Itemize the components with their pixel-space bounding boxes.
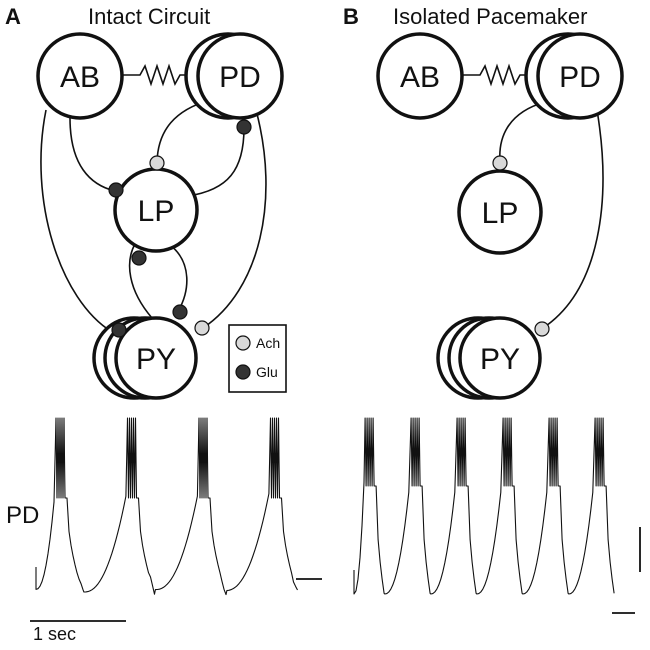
- wire-ab-lp: [69, 117, 116, 192]
- panel-a-title: Intact Circuit: [88, 4, 210, 29]
- gap-junction-ab-pd: [122, 63, 198, 87]
- synapse-lp-py-glu: [172, 304, 188, 320]
- wire-pd-py: [202, 109, 267, 329]
- synapse-lp-pd-glu: [236, 119, 252, 135]
- legend-ach-icon: [235, 335, 251, 351]
- gap-junction-ab-pd-b: [462, 63, 538, 87]
- cell-ab-label: AB: [60, 61, 100, 94]
- wire-ab-py: [40, 109, 113, 333]
- synapse-ab-py-glu: [111, 322, 127, 338]
- cell-ab: [36, 32, 124, 120]
- panel-a: A Intact Circuit AB PD LP PY: [5, 4, 287, 400]
- cell-ab-b: [376, 32, 464, 120]
- cell-pd-b: [536, 32, 624, 120]
- synapse-pd-lp-ach: [149, 155, 165, 171]
- panel-b-letter: B: [343, 4, 359, 29]
- trace-label-pd: PD: [6, 502, 39, 529]
- cell-lp-b: [457, 169, 543, 255]
- cell-py-b-label: PY: [480, 343, 520, 376]
- legend: Ach Glu: [228, 324, 287, 393]
- wire-pd-lp-ach-b: [499, 101, 546, 163]
- wire-lp-py-left: [128, 243, 153, 319]
- legend-glu-icon: [235, 364, 251, 380]
- synapse-py-lp-glu: [131, 250, 147, 266]
- cell-ab-b-label: AB: [400, 61, 440, 94]
- traces: PD 1 sec: [6, 417, 641, 644]
- legend-glu-label: Glu: [256, 364, 278, 380]
- panel-b: B Isolated Pacemaker AB PD LP PY: [343, 4, 624, 400]
- cell-py-label: PY: [136, 343, 176, 376]
- synapse-pd-py-ach: [194, 320, 210, 336]
- synapse-ab-lp-glu: [108, 182, 124, 198]
- time-scale-label: 1 sec: [33, 624, 76, 644]
- cell-py: [114, 316, 198, 400]
- cell-lp-b-label: LP: [482, 197, 519, 230]
- cell-pd-b-label: PD: [559, 61, 601, 94]
- pd-trace-isolated: [353, 417, 615, 595]
- wire-pd-lp-glu: [187, 127, 245, 197]
- cell-pd-label: PD: [219, 61, 261, 94]
- synapse-pd-py-ach-b: [534, 321, 550, 337]
- cell-pd: [196, 32, 284, 120]
- synapse-pd-lp-ach-b: [492, 155, 508, 171]
- wire-lp-py-right: [169, 244, 188, 312]
- wire-pd-py-ach-b: [542, 109, 604, 329]
- legend-ach-label: Ach: [256, 335, 280, 351]
- panel-b-title: Isolated Pacemaker: [393, 4, 587, 29]
- cell-lp-label: LP: [138, 195, 175, 228]
- cell-py-b: [458, 316, 542, 400]
- pd-trace-intact: [35, 417, 298, 596]
- legend-box: [228, 324, 287, 393]
- panel-a-letter: A: [5, 4, 21, 29]
